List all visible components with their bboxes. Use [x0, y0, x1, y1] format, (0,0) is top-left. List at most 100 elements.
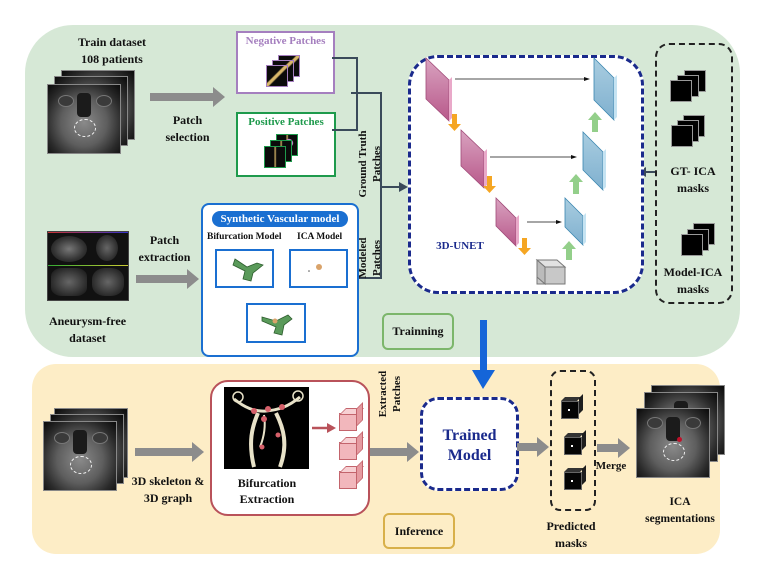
patch-selection-label: Patch selection	[150, 112, 225, 146]
vessel-render-image	[224, 387, 309, 469]
aneurysm-free-label: Aneurysm-free dataset	[40, 313, 135, 347]
patch-cube	[339, 413, 357, 431]
skip-connection-2	[490, 155, 577, 159]
merge-label: Merge	[595, 460, 627, 472]
training-to-inference-shaft	[480, 320, 487, 372]
positive-patch-tile	[264, 146, 286, 168]
synthetic-model-title: Synthetic Vascular model	[212, 211, 348, 227]
bifurcation-line1: Bifurcation	[237, 476, 297, 490]
mri-slice	[47, 84, 121, 154]
predicted-line1: Predicted	[546, 519, 596, 533]
patch-selection-line1: Patch	[172, 113, 203, 127]
predicted-line2: masks	[554, 536, 587, 550]
mri-slice	[636, 408, 710, 478]
mask-tile	[671, 125, 693, 147]
predicted-mask-cube	[564, 437, 582, 455]
upsample-arrow-2	[569, 174, 583, 194]
ica-model-image	[289, 249, 348, 288]
predicted-mask-cube	[564, 472, 582, 490]
encoder-block-2	[460, 129, 487, 189]
aneurysm-free-line1: Aneurysm-free	[48, 314, 127, 328]
patch-cube	[339, 442, 357, 460]
patch-selection-line2: selection	[165, 130, 210, 144]
patch-extraction-arrow	[136, 269, 199, 289]
model-masks-line1: Model-ICA	[663, 265, 723, 279]
inference-stage-tag: Inference	[383, 513, 455, 549]
skeleton-line2: 3D graph	[143, 491, 193, 505]
unet-label: 3D-UNET	[436, 240, 484, 252]
extracted-line2: Patches	[391, 375, 403, 413]
patch-extraction-line2: extraction	[138, 250, 191, 264]
mri-slice	[43, 421, 117, 491]
patch-extraction-label: Patch extraction	[132, 232, 197, 266]
train-dataset-line2: 108 patients	[81, 52, 143, 66]
bifurcation-to-patches-arrow	[312, 423, 336, 433]
ica-seg-line1: ICA	[669, 496, 691, 508]
negative-patch-tile	[266, 65, 288, 87]
skeleton-graph-label: 3D skeleton & 3D graph	[128, 473, 208, 507]
upsample-arrow-1	[562, 241, 576, 260]
skip-connection-3	[527, 220, 562, 224]
bifurcation-extraction-label: Bifurcation Extraction	[222, 475, 312, 507]
skip-connection-1	[455, 77, 590, 81]
train-dataset-line1: Train dataset	[77, 35, 147, 49]
model-masks-line2: masks	[676, 282, 709, 296]
downsample-arrow-2	[483, 176, 496, 193]
decoder-block-1	[593, 57, 617, 121]
merge-arrow	[597, 438, 630, 458]
positive-patches-box: Positive Patches	[236, 112, 336, 177]
negative-patches-box: Negative Patches	[236, 31, 335, 94]
encoder-block-1	[425, 57, 452, 122]
negative-connector	[332, 57, 358, 93]
extracted-line1: Extracted	[377, 370, 389, 418]
negative-patches-label: Negative Patches	[245, 35, 326, 47]
training-stage-tag: Trainning	[382, 313, 454, 350]
train-dataset-label: Train dataset 108 patients	[62, 34, 162, 68]
to-unet-arrowhead	[399, 182, 408, 192]
masks-box	[655, 43, 733, 304]
mask-tile	[670, 80, 692, 102]
bifurcation-model-image	[215, 249, 274, 288]
positive-patches-label: Positive Patches	[248, 116, 324, 128]
predicted-masks-label: Predicted masks	[541, 518, 601, 552]
extracted-patches-arrow	[370, 442, 419, 462]
encoder-block-3	[495, 197, 519, 247]
gt-ica-masks-label: GT- ICA masks	[656, 163, 730, 197]
aneurysm-free-mri-grid	[47, 231, 129, 301]
gt-masks-line1: GT- ICA	[670, 164, 716, 178]
trained-model-line1: Trained	[442, 427, 497, 444]
bottleneck-block	[535, 258, 567, 286]
bifurcation-extraction-box: Bifurcation Extraction	[210, 380, 370, 516]
upsample-arrow-3	[588, 112, 602, 132]
decoder-block-3	[564, 197, 586, 246]
trained-model-label: Trained Model	[423, 426, 516, 466]
gt-masks-line2: masks	[676, 181, 709, 195]
patches-bracket	[351, 92, 382, 279]
positive-connector	[332, 93, 358, 131]
bifurcation-line2: Extraction	[239, 492, 295, 506]
merged-model-image	[246, 303, 306, 343]
ica-model-label: ICA Model	[297, 232, 343, 242]
inference-panel	[32, 364, 720, 554]
trained-model-line2: Model	[447, 447, 492, 464]
trained-model-box: Trained Model	[420, 397, 519, 491]
decoder-block-2	[582, 131, 606, 191]
patch-selection-arrow	[150, 87, 225, 107]
extracted-patches-label: Extracted Patches	[376, 364, 404, 424]
ica-segmentations-label: ICA segmentations	[630, 494, 730, 528]
skeleton-arrow	[135, 442, 204, 462]
downsample-arrow-3	[518, 238, 531, 255]
patch-cube	[339, 471, 357, 489]
model-ica-masks-label: Model-ICA masks	[656, 264, 730, 298]
patch-extraction-line1: Patch	[149, 233, 180, 247]
mask-tile	[681, 234, 703, 256]
training-to-inference-arrowhead	[472, 370, 495, 389]
predicted-mask-cube	[561, 401, 579, 419]
ica-seg-line2: segmentations	[645, 513, 715, 525]
downsample-arrow-1	[448, 114, 461, 131]
aneurysm-marker	[677, 437, 682, 442]
bifurcation-model-label: Bifurcation Model	[207, 232, 282, 242]
predicted-masks-box	[550, 370, 596, 511]
